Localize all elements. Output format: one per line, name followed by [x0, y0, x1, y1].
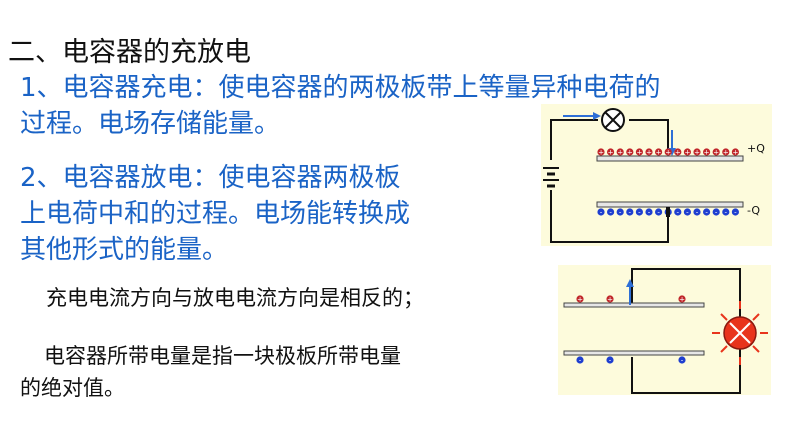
- svg-text:-: -: [619, 209, 622, 217]
- lit-lamp-icon: [712, 301, 768, 365]
- svg-text:-: -: [629, 209, 632, 217]
- negative-charge: -: [597, 208, 605, 217]
- charging-circuit-diagram: +++++++++++++++ --------------- +Q -Q: [541, 104, 772, 246]
- charging-circuit-svg: +++++++++++++++ --------------- +Q -Q: [543, 108, 765, 243]
- svg-text:-: -: [579, 357, 582, 365]
- charge-definition-line2: 的绝对值。: [20, 376, 125, 400]
- svg-text:+: +: [713, 149, 719, 157]
- negative-charge: -: [606, 356, 614, 365]
- svg-text:+: +: [598, 149, 604, 157]
- svg-text:-: -: [609, 209, 612, 217]
- negative-charge: -: [731, 208, 739, 217]
- plus-q-label: +Q: [747, 142, 765, 155]
- svg-text:-: -: [725, 209, 728, 217]
- svg-text:-: -: [609, 357, 612, 365]
- negative-charge: -: [712, 208, 720, 217]
- svg-text:-: -: [705, 209, 708, 217]
- positive-plate: [596, 155, 744, 162]
- svg-text:+: +: [694, 149, 700, 157]
- negative-charge: -: [635, 208, 643, 217]
- negative-charge: -: [626, 208, 634, 217]
- negative-charge: -: [607, 208, 615, 217]
- discharging-circuit-diagram: + + + - - -: [558, 265, 771, 395]
- svg-text:+: +: [704, 149, 710, 157]
- discharging-text-line2: 上电荷中和的过程。电场能转换成: [20, 199, 411, 229]
- positive-charge: +: [683, 148, 691, 157]
- positive-charge: +: [722, 148, 730, 157]
- remaining-positive-charges: + + +: [576, 295, 686, 304]
- svg-text:+: +: [656, 149, 662, 157]
- lamp-icon: [601, 108, 625, 132]
- negative-charge: -: [655, 208, 663, 217]
- svg-text:+: +: [732, 149, 738, 157]
- charging-text-line2: 过程。电场存储能量。: [20, 109, 281, 139]
- negative-charges: ---------------: [597, 208, 739, 217]
- svg-text:-: -: [638, 209, 641, 217]
- negative-charge: -: [645, 208, 653, 217]
- svg-text:+: +: [665, 149, 671, 157]
- positive-charges: +++++++++++++++: [597, 148, 739, 157]
- discharging-circuit-svg: + + + - - -: [563, 268, 768, 394]
- svg-text:+: +: [646, 149, 652, 157]
- svg-text:-: -: [600, 209, 603, 217]
- current-arrow-icon: [626, 279, 634, 305]
- positive-charge: +: [606, 295, 614, 304]
- negative-charge: -: [722, 208, 730, 217]
- negative-charge: -: [678, 356, 686, 365]
- section-title: 二、电容器的充放电: [8, 37, 251, 68]
- svg-text:+: +: [636, 149, 642, 157]
- positive-charge: +: [693, 148, 701, 157]
- svg-text:+: +: [577, 296, 583, 304]
- svg-text:+: +: [679, 296, 685, 304]
- svg-text:+: +: [675, 149, 681, 157]
- positive-charge: +: [616, 148, 624, 157]
- positive-charge: +: [607, 148, 615, 157]
- positive-charge: +: [576, 295, 584, 304]
- svg-text:+: +: [608, 149, 614, 157]
- svg-text:-: -: [696, 209, 699, 217]
- negative-charge: -: [693, 208, 701, 217]
- positive-charge: +: [635, 148, 643, 157]
- negative-charge: -: [683, 208, 691, 217]
- svg-text:+: +: [617, 149, 623, 157]
- svg-text:-: -: [677, 209, 680, 217]
- negative-charge: -: [703, 208, 711, 217]
- negative-charge: -: [576, 356, 584, 365]
- positive-charge: +: [712, 148, 720, 157]
- positive-charge: +: [597, 148, 605, 157]
- svg-text:-: -: [686, 209, 689, 217]
- charging-text-line1: 1、电容器充电：使电容器的两极板带上等量异种电荷的: [20, 73, 661, 103]
- negative-plate-lead: [666, 207, 670, 217]
- positive-charge: +: [731, 148, 739, 157]
- positive-charge: +: [674, 148, 682, 157]
- lower-plate: [563, 350, 705, 356]
- svg-text:-: -: [681, 357, 684, 365]
- positive-charge: +: [664, 148, 672, 157]
- discharging-text-line1: 2、电容器放电：使电容器两极板: [20, 163, 401, 193]
- discharging-text-line3: 其他形式的能量。: [20, 235, 229, 265]
- positive-charge: +: [655, 148, 663, 157]
- svg-text:+: +: [684, 149, 690, 157]
- remaining-negative-charges: ---: [576, 356, 686, 365]
- current-direction-note: 充电电流方向与放电电流方向是相反的；: [46, 286, 424, 310]
- charging-circuit-wires: [550, 119, 669, 243]
- svg-text:-: -: [648, 209, 651, 217]
- svg-text:+: +: [627, 149, 633, 157]
- charge-definition-line1: 电容器所带电量是指一块极板所带电量: [44, 344, 401, 368]
- upper-plate: [563, 302, 705, 308]
- svg-text:+: +: [607, 296, 613, 304]
- svg-text:-: -: [657, 209, 660, 217]
- positive-charge: +: [703, 148, 711, 157]
- minus-q-label: -Q: [747, 204, 760, 217]
- positive-charge: +: [626, 148, 634, 157]
- negative-plate: [596, 201, 744, 208]
- svg-text:-: -: [734, 209, 737, 217]
- svg-text:-: -: [715, 209, 718, 217]
- svg-text:+: +: [723, 149, 729, 157]
- positive-charge: +: [678, 295, 686, 304]
- positive-charge: +: [645, 148, 653, 157]
- negative-charge: -: [674, 208, 682, 217]
- battery-icon: [543, 167, 559, 188]
- negative-charge: -: [616, 208, 624, 217]
